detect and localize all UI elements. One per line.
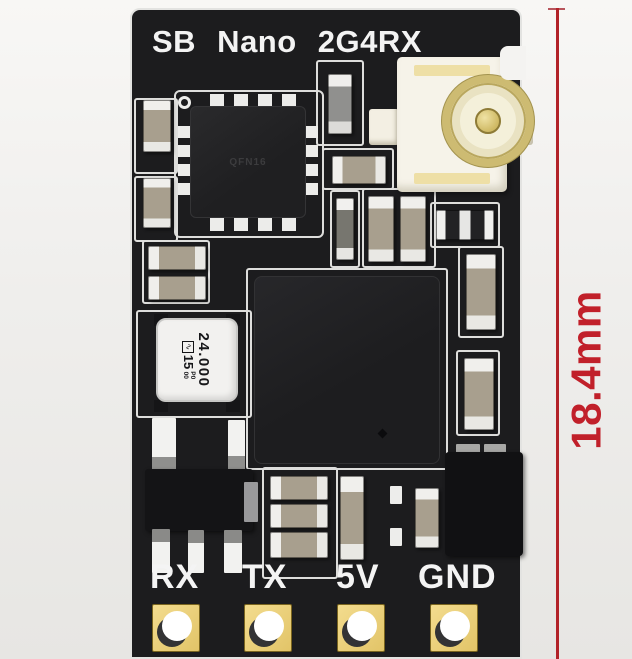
pin1-indicator [178, 96, 191, 109]
rf-chip: QFN16 [190, 106, 306, 218]
dual-component [436, 210, 494, 240]
capacitor [270, 504, 328, 528]
capacitor [368, 196, 394, 262]
chip-pads [306, 126, 318, 196]
board-edge-notch [500, 46, 526, 80]
chip-pads [178, 126, 190, 196]
resistor [336, 198, 354, 260]
solder-pad [188, 530, 204, 573]
through-hole [254, 611, 284, 641]
crystal-oscillator: 24.000 ∿ 15 P0 00 [156, 318, 238, 402]
crystal-pad [154, 400, 168, 412]
through-hole [440, 611, 470, 641]
chip-pads [210, 218, 298, 231]
silkscreen-box [246, 268, 448, 470]
ufl-ring [442, 75, 534, 167]
solder-pad [224, 530, 242, 573]
through-hole [162, 611, 192, 641]
inductor-small [332, 156, 386, 184]
capacitor [148, 276, 206, 300]
solder-pad [228, 420, 245, 470]
solder-pad [152, 529, 170, 573]
crystal-frequency: 24.000 [195, 332, 212, 388]
main-chip [254, 276, 440, 464]
solder-pad [390, 486, 402, 504]
crystal-marking: 24.000 ∿ 15 P0 00 [182, 321, 213, 399]
rf-chip-marking: QFN16 [229, 156, 267, 168]
silkscreen-box [322, 148, 394, 190]
ufl-contact [414, 173, 490, 184]
shielded-inductor [445, 452, 523, 556]
solder-pad [244, 482, 258, 522]
capacitor [143, 100, 171, 152]
pin-label-gnd: GND [418, 558, 497, 596]
through-hole [347, 611, 377, 641]
chip-pads [210, 94, 298, 107]
silkscreen-box [458, 246, 504, 338]
voltage-regulator [145, 469, 253, 531]
silkscreen-box [134, 98, 178, 174]
ufl-antenna-connector [397, 57, 534, 192]
dimension-label: 18.4mm [563, 290, 610, 450]
ufl-tab [369, 109, 399, 145]
capacitor [340, 476, 364, 560]
silkscreen-box [330, 190, 360, 268]
solder-pad [152, 418, 176, 472]
pin-label-5v: 5V [336, 558, 380, 596]
capacitor [143, 178, 171, 228]
resistor [328, 74, 352, 134]
capacitor [270, 532, 328, 558]
pin-label-rx: RX [150, 558, 200, 596]
solder-pad [390, 528, 402, 546]
silkscreen-box [262, 467, 338, 579]
crystal-logo: ∿ [182, 340, 195, 353]
pcb-board: SB Nano 2G4RX QFN16 [130, 8, 534, 659]
board-title: SB Nano 2G4RX [152, 24, 422, 59]
solder-pad-rx [152, 604, 200, 652]
capacitor [400, 196, 426, 262]
ufl-contact [414, 65, 490, 76]
solder-pad-5v [337, 604, 385, 652]
silkscreen-box [136, 310, 252, 418]
capacitor [464, 358, 494, 430]
crystal-pad [226, 400, 240, 412]
solder-pad-tx [244, 604, 292, 652]
dimension-line [556, 8, 559, 659]
silkscreen-box [456, 350, 500, 436]
capacitor [466, 254, 496, 330]
pin-label-tx: TX [242, 558, 288, 596]
silkscreen-box [316, 60, 364, 146]
solder-pad-gnd [430, 604, 478, 652]
silkscreen-box [142, 240, 210, 304]
capacitor [148, 246, 206, 270]
capacitor [415, 488, 439, 548]
capacitor [270, 476, 328, 500]
ufl-center-pin [475, 108, 501, 134]
